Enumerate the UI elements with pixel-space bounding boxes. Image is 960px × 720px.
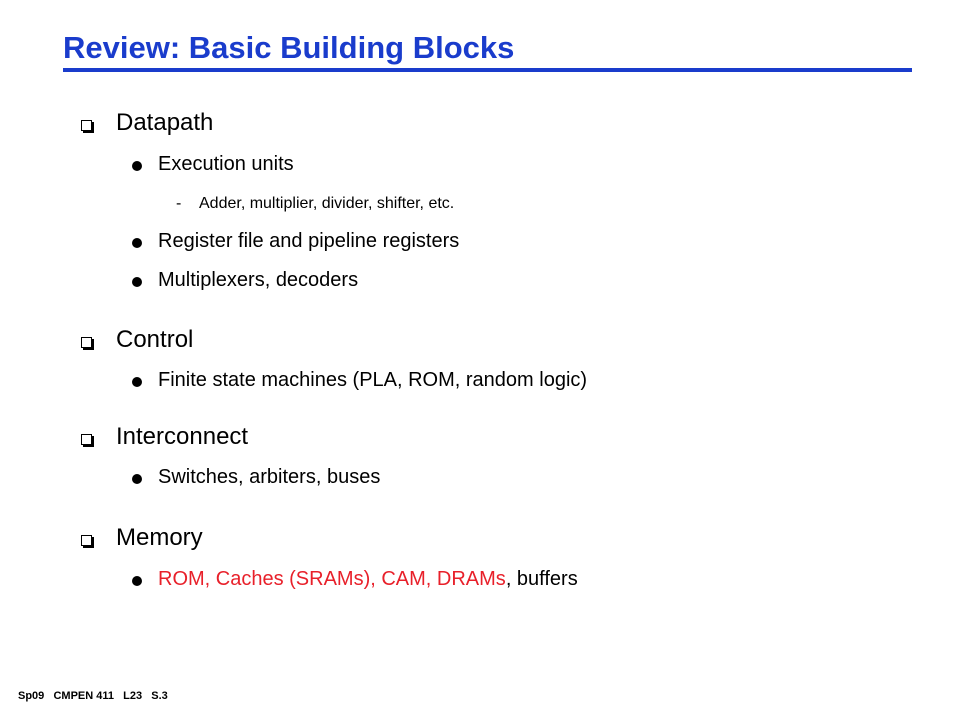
sub-sub-bullet-execution-units-detail: Adder, multiplier, divider, shifter, etc…	[199, 195, 455, 212]
checkbox-bullet-icon	[81, 337, 92, 348]
sub-bullet-fsm: Finite state machines (PLA, ROM, random …	[158, 369, 588, 391]
dash-marker: -	[176, 195, 182, 212]
sub-bullet-memory-types: ROM, Caches (SRAMs), CAM, DRAMs, buffers	[158, 568, 578, 591]
filled-circle-bullet-icon	[132, 377, 142, 387]
bullet-datapath: Datapath	[116, 109, 214, 136]
bullet-interconnect: Interconnect	[116, 423, 249, 450]
sub-bullet-register-file: Register file and pipeline registers	[158, 230, 460, 252]
memory-types-highlighted: ROM, Caches (SRAMs), CAM, DRAMs	[158, 568, 506, 590]
sub-bullet-multiplexers: Multiplexers, decoders	[158, 269, 359, 291]
slide-title: Review: Basic Building Blocks	[63, 30, 515, 65]
sub-bullet-execution-units: Execution units	[158, 153, 294, 175]
bullet-memory: Memory	[116, 524, 203, 551]
sub-bullet-switches: Switches, arbiters, buses	[158, 466, 381, 488]
filled-circle-bullet-icon	[132, 161, 142, 171]
checkbox-bullet-icon	[81, 120, 92, 131]
filled-circle-bullet-icon	[132, 238, 142, 248]
filled-circle-bullet-icon	[132, 474, 142, 484]
title-underline	[63, 68, 912, 72]
filled-circle-bullet-icon	[132, 277, 142, 287]
bullet-control: Control	[116, 326, 194, 353]
filled-circle-bullet-icon	[132, 576, 142, 586]
memory-types-rest: , buffers	[505, 568, 578, 590]
slide-footer: Sp09 CMPEN 411 L23 S.3	[18, 690, 168, 702]
checkbox-bullet-icon	[81, 434, 92, 445]
checkbox-bullet-icon	[81, 535, 92, 546]
